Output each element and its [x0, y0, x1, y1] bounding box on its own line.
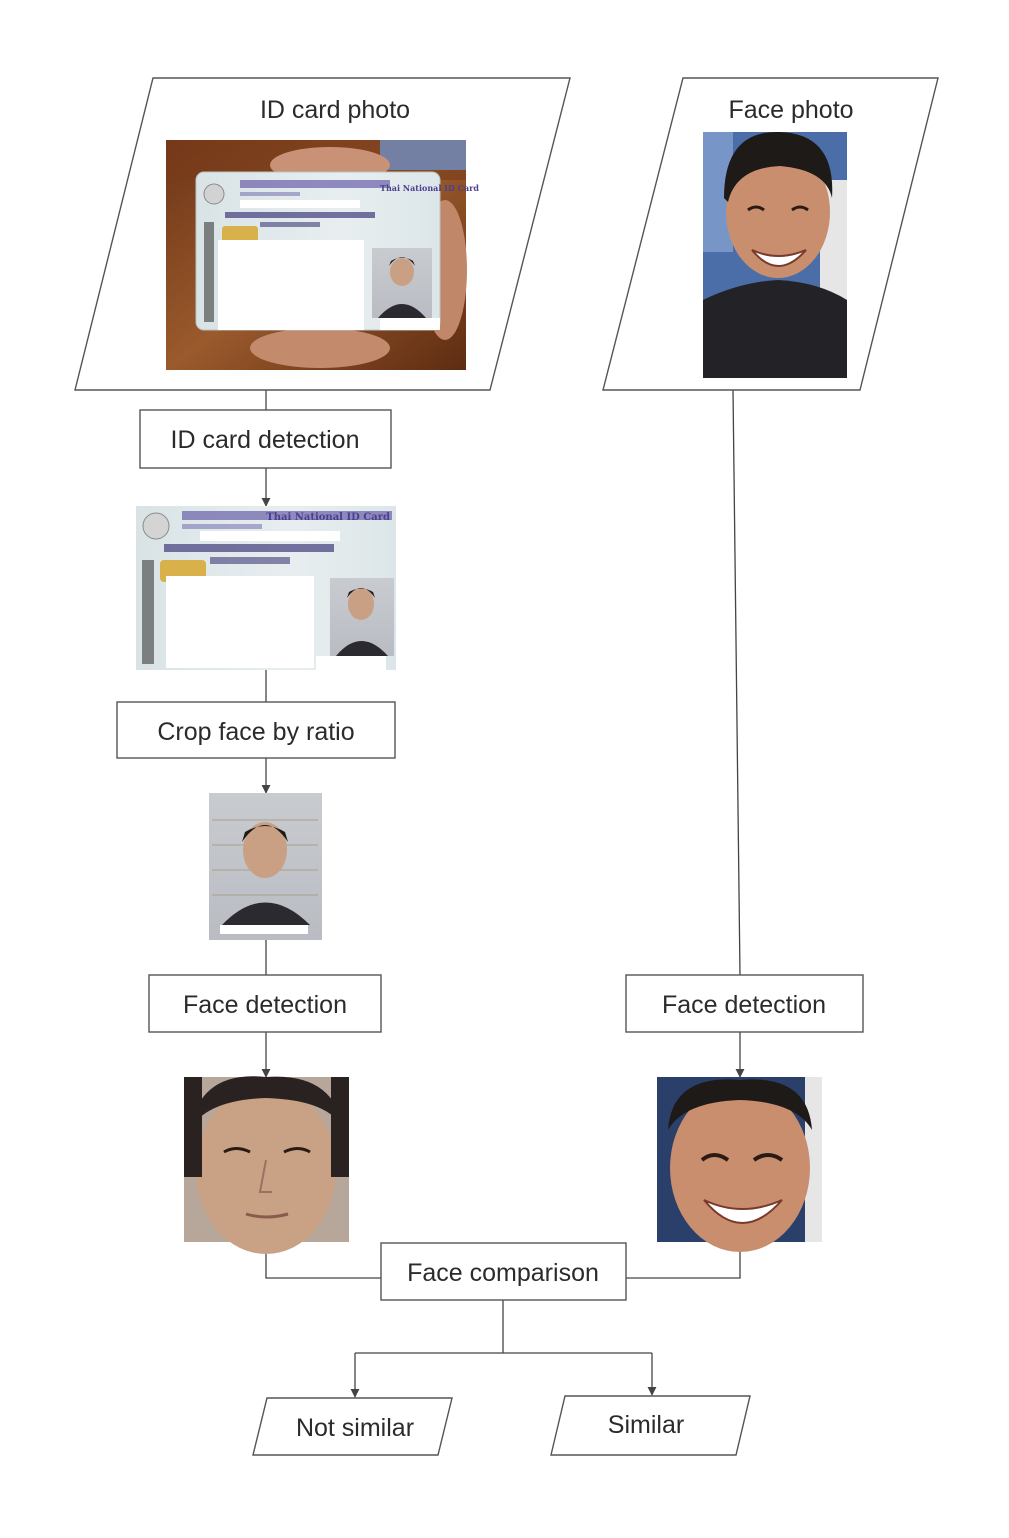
crop-face-label: Crop face by ratio — [157, 718, 354, 746]
face-comparison-label: Face comparison — [407, 1259, 599, 1287]
id-card-header-text: Thai National ID Card — [380, 183, 479, 193]
input-id-card-photo: ID card photo Thai National ID Card — [75, 78, 570, 390]
detected-face-left-image — [184, 1076, 349, 1254]
input-id-card-photo-label: ID card photo — [260, 96, 410, 124]
face-photo-image — [703, 132, 847, 378]
step-id-card-detection: ID card detection — [140, 410, 391, 468]
detected-id-card-image: Thai National ID Card — [136, 506, 396, 670]
similar-label: Similar — [608, 1411, 684, 1439]
detected-face-right-image — [657, 1077, 822, 1252]
step-crop-face: Crop face by ratio — [117, 702, 395, 758]
output-not-similar: Not similar — [253, 1398, 452, 1455]
id-card-detection-label: ID card detection — [171, 426, 360, 454]
cropped-face-image — [209, 793, 322, 940]
face-detection-right-label: Face detection — [662, 991, 826, 1019]
id-card-photo-image: Thai National ID Card — [166, 140, 479, 370]
connector-facephoto-to-facedet — [733, 390, 740, 975]
step-face-comparison: Face comparison — [381, 1243, 626, 1300]
detected-card-header-text: Thai National ID Card — [266, 512, 390, 523]
input-face-photo-label: Face photo — [728, 96, 853, 124]
step-face-detection-left: Face detection — [149, 975, 381, 1032]
output-similar: Similar — [551, 1396, 750, 1455]
face-detection-left-label: Face detection — [183, 991, 347, 1019]
input-face-photo: Face photo — [603, 78, 938, 390]
step-face-detection-right: Face detection — [626, 975, 863, 1032]
not-similar-label: Not similar — [296, 1414, 414, 1442]
